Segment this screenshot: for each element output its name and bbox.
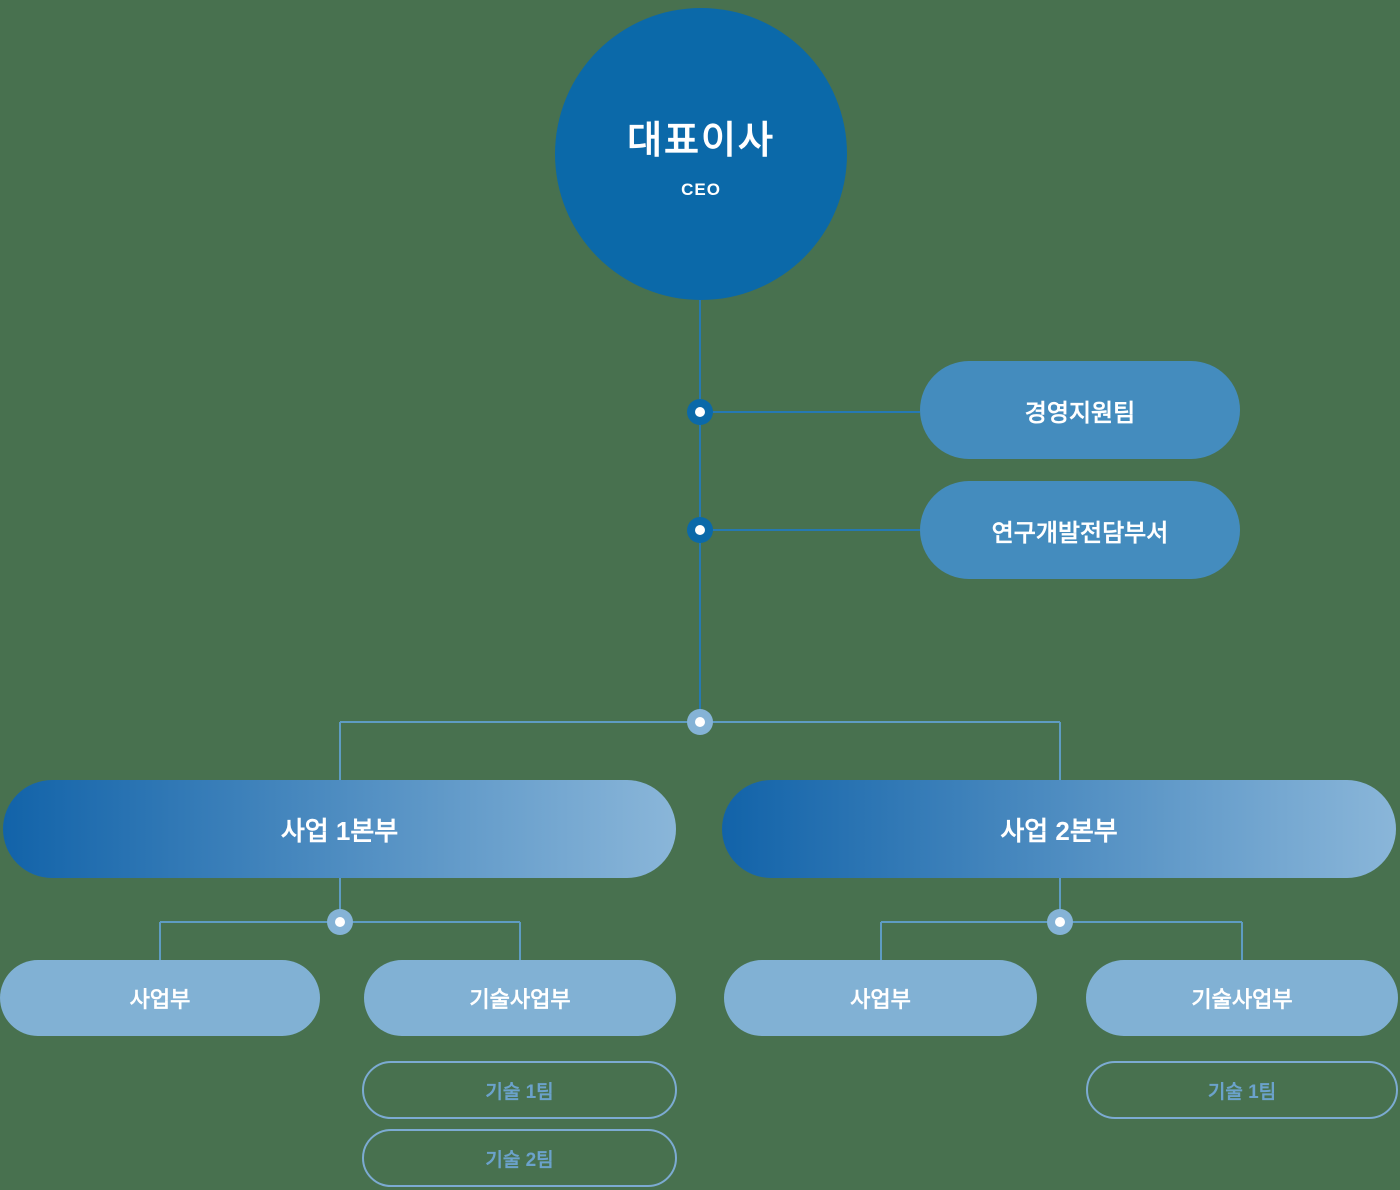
division-pill-label: 사업 1본부: [280, 815, 399, 846]
connector-drop-dept-2a: [880, 922, 882, 960]
node-dot-division-junction: [687, 709, 713, 735]
department-pill-label: 기술사업부: [469, 987, 571, 1012]
connector-division-2-stem: [1059, 878, 1061, 922]
node-dot-staff-2: [687, 517, 713, 543]
connector-drop-division-2: [1059, 722, 1061, 780]
node-dot-division-2: [1047, 909, 1073, 935]
team-pill-tech-1-right: 기술 1팀: [1086, 1061, 1398, 1119]
staff-pill-label: 경영지원팀: [1024, 399, 1136, 427]
connector-drop-dept-2b: [1241, 922, 1243, 960]
department-pill-business-2a: 사업부: [724, 960, 1037, 1036]
department-pill-business-1a: 사업부: [0, 960, 320, 1036]
team-pill-tech-1-left: 기술 1팀: [362, 1061, 677, 1119]
department-pill-label: 사업부: [850, 987, 911, 1012]
node-dot-division-1: [327, 909, 353, 935]
team-pill-label: 기술 1팀: [1207, 1081, 1277, 1103]
staff-pill-rnd-department: 연구개발전담부서: [920, 481, 1240, 579]
connector-division-1-stem: [339, 878, 341, 922]
team-pill-label: 기술 2팀: [485, 1149, 554, 1171]
department-pill-tech-business-2b: 기술사업부: [1086, 960, 1398, 1036]
division-pill-label: 사업 2본부: [1000, 815, 1118, 846]
team-pill-tech-2-left: 기술 2팀: [362, 1129, 677, 1187]
connector-staff-1: [700, 411, 920, 413]
ceo-subtitle: CEO: [681, 179, 721, 199]
staff-pill-management-support: 경영지원팀: [920, 361, 1240, 459]
connector-staff-2: [700, 529, 920, 531]
connector-drop-dept-1b: [519, 922, 521, 960]
connector-ceo-spine: [699, 300, 701, 722]
connector-drop-dept-1a: [159, 922, 161, 960]
division-pill-business-1: 사업 1본부: [3, 780, 676, 878]
ceo-node: 대표이사 CEO: [555, 8, 847, 300]
ceo-title: 대표이사: [627, 119, 775, 162]
division-pill-business-2: 사업 2본부: [722, 780, 1396, 878]
team-pill-label: 기술 1팀: [485, 1081, 554, 1103]
node-dot-staff-1: [687, 399, 713, 425]
department-pill-label: 기술사업부: [1191, 987, 1293, 1012]
staff-pill-label: 연구개발전담부서: [991, 519, 1169, 547]
department-pill-tech-business-1b: 기술사업부: [364, 960, 676, 1036]
department-pill-label: 사업부: [129, 987, 191, 1012]
connector-drop-division-1: [339, 722, 341, 780]
